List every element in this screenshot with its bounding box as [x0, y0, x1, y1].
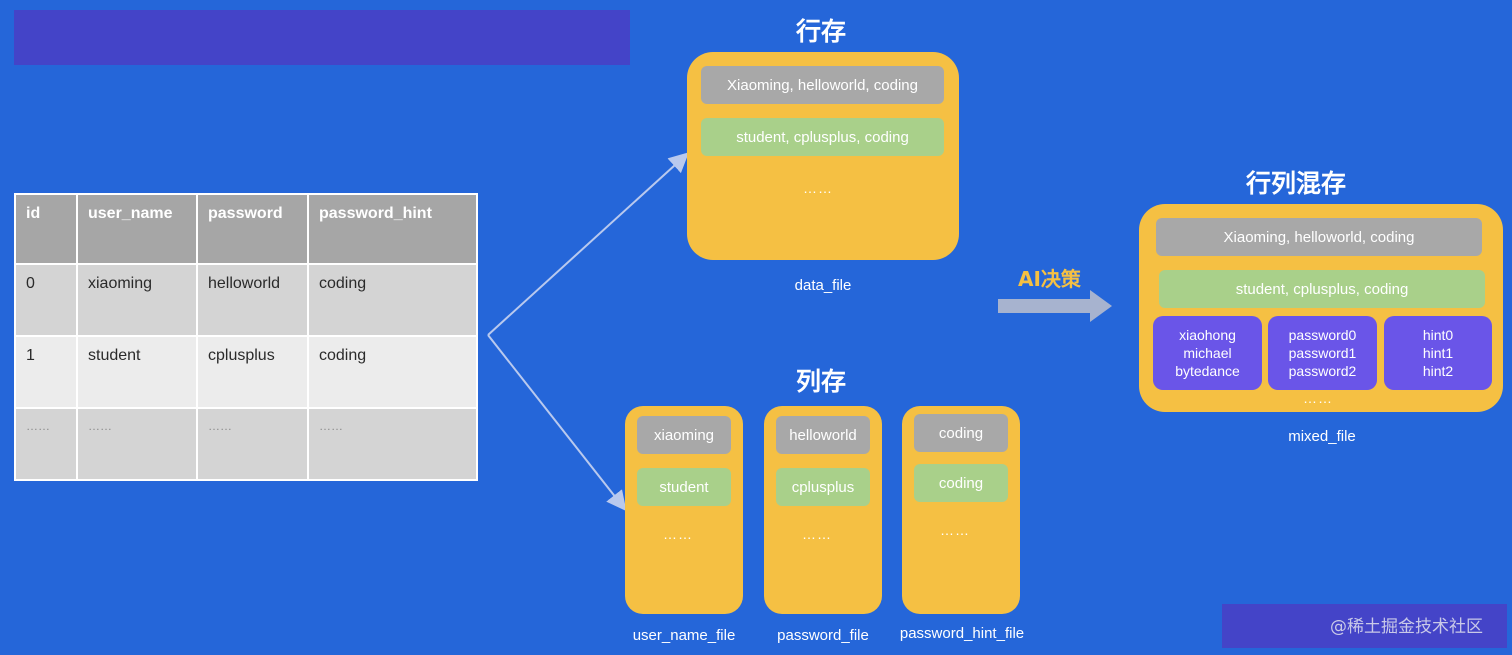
table-row: 1 student cplusplus coding — [14, 335, 478, 409]
column-store-user-name: xiaoming student …… — [625, 406, 743, 614]
row-store-file-label: data_file — [794, 277, 852, 294]
ai-arrow-icon — [998, 290, 1112, 322]
header-id: id — [14, 193, 78, 265]
table-cell: …… — [196, 407, 309, 481]
group-value: password1 — [1288, 345, 1357, 361]
mixed-column-group: password0 password1 password2 — [1268, 316, 1377, 390]
group-value: hint1 — [1422, 345, 1454, 361]
table-cell: coding — [307, 335, 478, 409]
column-cell: cplusplus — [776, 468, 870, 506]
user-name-file-label: user_name_file — [632, 627, 736, 644]
group-value: hint0 — [1422, 327, 1454, 343]
column-cell: student — [637, 468, 731, 506]
table-header-row: id user_name password password_hint — [14, 193, 478, 265]
row-store-row: Xiaoming, helloworld, coding — [701, 66, 944, 104]
group-value: password0 — [1288, 327, 1357, 343]
password-file-label: password_file — [777, 627, 869, 644]
group-value: michael — [1183, 345, 1232, 361]
table-cell: xiaoming — [76, 263, 198, 337]
mixed-store-ellipsis: …… — [1303, 390, 1333, 406]
title-banner — [14, 10, 630, 65]
arrow-to-row-store — [487, 152, 689, 336]
user-table: id user_name password password_hint 0 xi… — [14, 193, 478, 481]
header-user-name: user_name — [76, 193, 198, 265]
table-cell: 0 — [14, 263, 78, 337]
column-ellipsis: …… — [940, 522, 970, 538]
column-ellipsis: …… — [663, 526, 693, 542]
group-value: xiaohong — [1179, 327, 1236, 343]
row-store-heading: 行存 — [796, 17, 847, 46]
column-cell: helloworld — [776, 416, 870, 454]
table-cell: helloworld — [196, 263, 309, 337]
table-cell: coding — [307, 263, 478, 337]
mixed-store-row: Xiaoming, helloworld, coding — [1156, 218, 1482, 256]
watermark: @稀土掘金技术社区 — [1330, 617, 1483, 637]
group-value: password2 — [1288, 363, 1357, 379]
group-value: bytedance — [1175, 363, 1240, 379]
column-ellipsis: …… — [802, 526, 832, 542]
watermark-box — [1222, 604, 1507, 648]
column-store-password-hint: coding coding …… — [902, 406, 1020, 614]
mixed-store-file-label: mixed_file — [1288, 428, 1356, 445]
header-password: password — [196, 193, 309, 265]
password-hint-file-label: password_hint_file — [899, 625, 1025, 642]
column-cell: coding — [914, 464, 1008, 502]
mixed-store-heading: 行列混存 — [1246, 169, 1347, 198]
table-cell: …… — [76, 407, 198, 481]
arrow-to-column-store — [487, 334, 627, 512]
mixed-column-group: hint0 hint1 hint2 — [1384, 316, 1492, 390]
mixed-store-container: Xiaoming, helloworld, coding student, cp… — [1139, 204, 1503, 412]
group-value: hint2 — [1422, 363, 1454, 379]
table-cell: 1 — [14, 335, 78, 409]
table-cell: …… — [14, 407, 78, 481]
ai-decision-label: AI决策 — [1018, 267, 1081, 291]
table-cell: …… — [307, 407, 478, 481]
column-cell: coding — [914, 414, 1008, 452]
mixed-column-group: xiaohong michael bytedance — [1153, 316, 1262, 390]
column-store-heading: 列存 — [796, 367, 847, 396]
mixed-store-row: student, cplusplus, coding — [1159, 270, 1485, 308]
table-cell: student — [76, 335, 198, 409]
column-store-password: helloworld cplusplus …… — [764, 406, 882, 614]
row-store-ellipsis: …… — [803, 180, 833, 196]
header-password-hint: password_hint — [307, 193, 478, 265]
table-row: …… …… …… …… — [14, 407, 478, 481]
row-store-container: Xiaoming, helloworld, coding student, cp… — [687, 52, 959, 260]
table-cell: cplusplus — [196, 335, 309, 409]
row-store-row: student, cplusplus, coding — [701, 118, 944, 156]
column-cell: xiaoming — [637, 416, 731, 454]
table-row: 0 xiaoming helloworld coding — [14, 263, 478, 337]
